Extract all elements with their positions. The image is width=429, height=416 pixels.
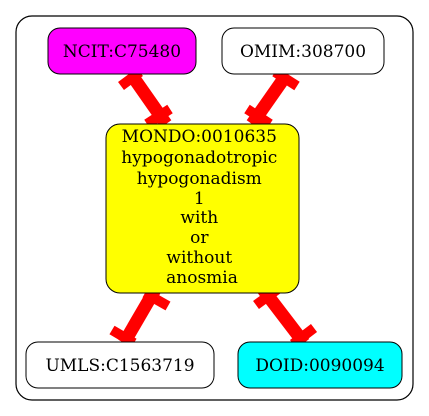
node-mondo-line: 1 [194,189,205,209]
node-omim-label: OMIM:308700 [240,42,366,62]
node-mondo[interactable]: MONDO:0010635 hypogonadotropic hypogonad… [105,123,300,294]
node-umls-box [25,341,215,389]
node-ncit-box [47,27,197,75]
node-mondo-box [105,123,300,294]
node-omim[interactable]: OMIM:308700 [221,27,385,75]
node-mondo-line: MONDO:0010635 [122,127,277,147]
node-mondo-line: hypogonadism [137,169,262,189]
node-mondo-line: without [166,248,232,268]
node-doid-box [237,341,403,389]
edge-mondo-doid [253,284,318,348]
node-mondo-line: anosmia [166,268,238,288]
edge-ncit-mondo [118,67,173,129]
node-ncit-label: NCIT:C75480 [63,42,181,62]
node-umls[interactable]: UMLS:C1563719 [25,341,215,389]
edge-omim-mondo [244,67,300,129]
node-mondo-line: or [190,228,209,248]
edge-mondo-umls [109,284,171,348]
node-mondo-line: with [180,208,218,228]
cluster-border [15,15,414,401]
node-mondo-line: hypogonadotropic [121,148,277,168]
node-doid[interactable]: DOID:0090094 [237,341,403,389]
node-doid-label: DOID:0090094 [255,356,384,376]
node-ncit[interactable]: NCIT:C75480 [47,27,197,75]
node-mondo-label: MONDO:0010635 hypogonadotropic hypogonad… [121,127,282,288]
node-umls-label: UMLS:C1563719 [45,356,194,376]
node-omim-box [221,27,385,75]
